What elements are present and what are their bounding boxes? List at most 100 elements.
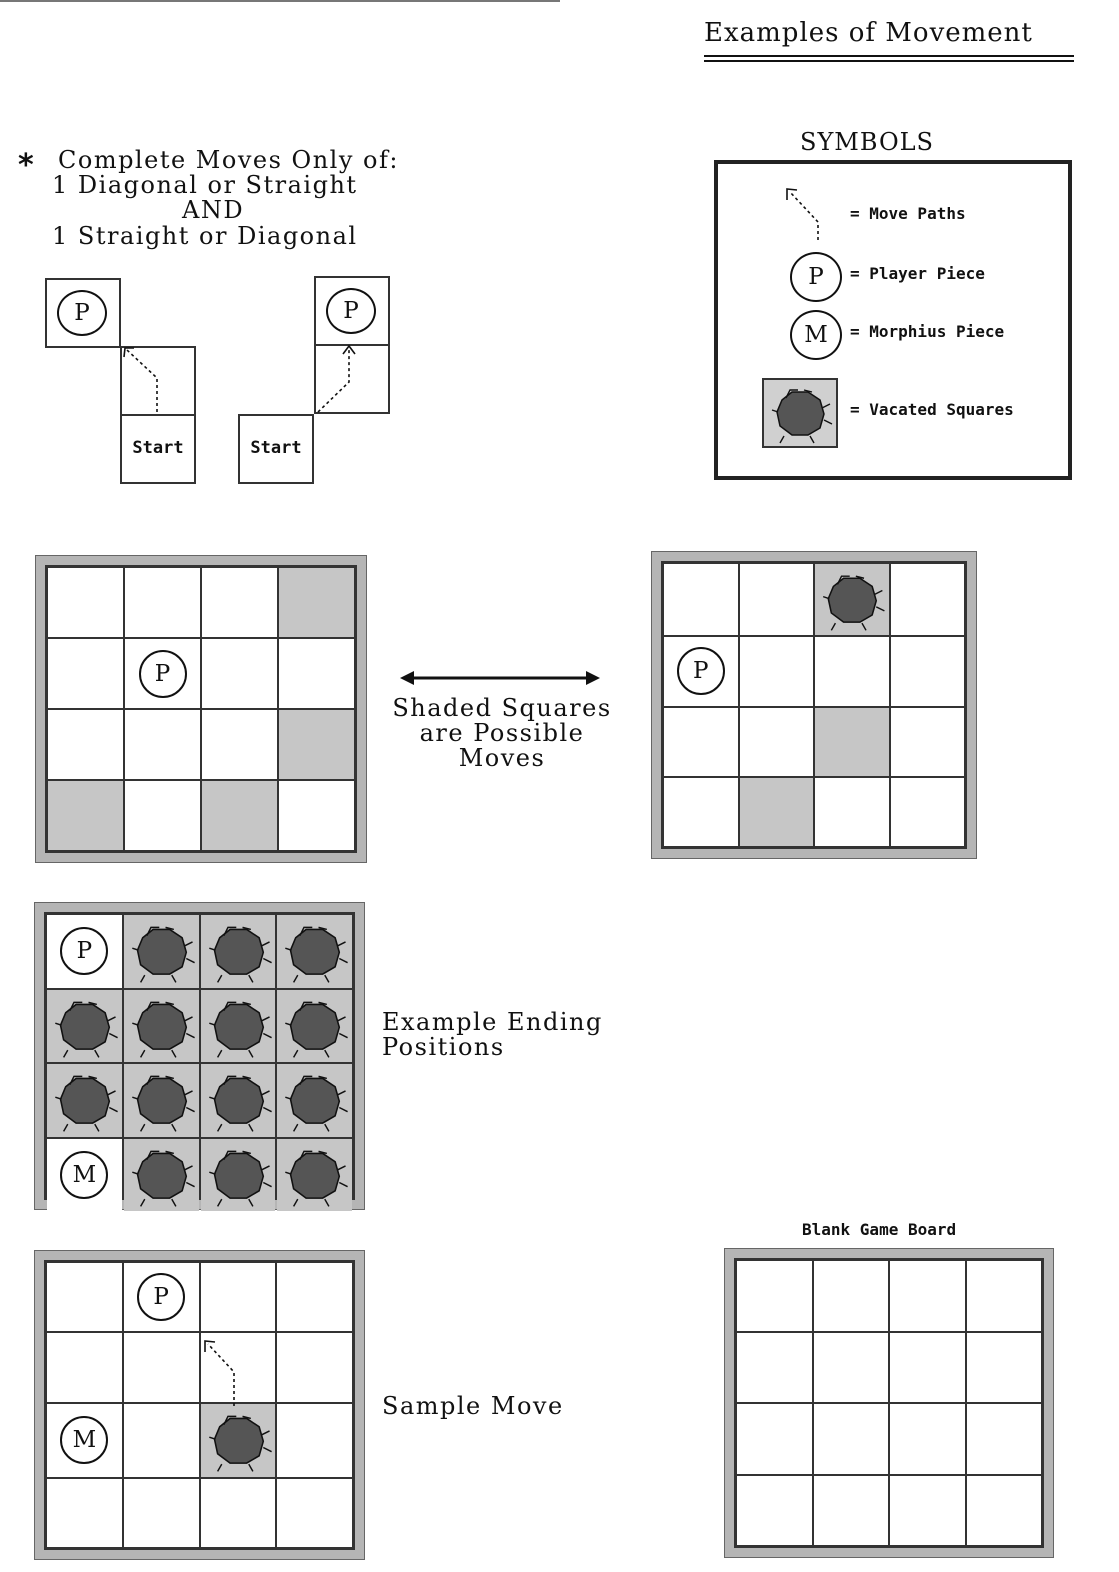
- player-piece: P: [57, 290, 107, 336]
- board-square: [200, 1333, 276, 1402]
- possible-move-square: [279, 568, 354, 637]
- hole-icon: [131, 1075, 195, 1132]
- board-square: [279, 639, 354, 708]
- board-square: [890, 564, 964, 636]
- symbol-label-vacated-squares: = Vacated Squares: [850, 400, 1014, 419]
- board-square: [739, 564, 813, 636]
- board-square: [123, 1403, 199, 1477]
- hole-icon: [285, 1075, 349, 1132]
- player-piece: P: [60, 927, 109, 976]
- board-square: [202, 568, 277, 637]
- board-square: [202, 639, 277, 708]
- vacated-square: [123, 989, 199, 1063]
- hole-icon: [55, 1001, 118, 1058]
- example-cell-player: P: [314, 276, 390, 346]
- board-square: [966, 1404, 1041, 1474]
- start-label: Start: [132, 438, 184, 458]
- player-piece: P: [326, 288, 376, 334]
- vacated-square: [200, 1064, 276, 1137]
- board-square: [664, 777, 738, 846]
- board-square: [123, 1478, 199, 1547]
- board-square: [737, 1475, 812, 1545]
- sample-move-caption: Sample Move: [382, 1392, 564, 1420]
- possible-move-square: [739, 777, 813, 846]
- board-square: [890, 777, 964, 846]
- rule-line-3: AND: [182, 196, 245, 224]
- vacated-square: [200, 1138, 276, 1212]
- hole-icon: [822, 575, 885, 631]
- example-cell-middle: [120, 346, 196, 416]
- vacated-square: [123, 1064, 199, 1137]
- board-possible-moves-b: P: [651, 551, 977, 859]
- board-square: [200, 1263, 276, 1332]
- hole-icon: [208, 1075, 272, 1132]
- board-square: [813, 1332, 888, 1402]
- vacated-square-icon: [762, 378, 838, 448]
- board-square: [277, 1403, 352, 1477]
- caption-line: Positions: [382, 1033, 505, 1061]
- board-square: [966, 1261, 1041, 1331]
- hole-icon: [771, 389, 833, 444]
- page-title: Examples of Movement: [704, 18, 1033, 48]
- vacated-square: [123, 1138, 199, 1212]
- rule-line-1: Complete Moves Only of:: [58, 146, 399, 174]
- board-square: P: [664, 637, 738, 706]
- board-square: [664, 564, 738, 636]
- symbol-label-move-paths: = Move Paths: [850, 204, 966, 223]
- board-square: [48, 639, 123, 708]
- board-grid: P: [664, 564, 964, 846]
- hole-icon: [285, 926, 349, 983]
- board-square: [815, 777, 889, 846]
- board-square: [737, 1404, 812, 1474]
- move-path-icon: [786, 188, 819, 240]
- board-square: [813, 1404, 888, 1474]
- board-square: [890, 1261, 965, 1331]
- example-cell-middle: [314, 344, 390, 414]
- vacated-square: [47, 989, 122, 1063]
- board-square: [125, 568, 200, 637]
- hole-icon: [131, 1150, 195, 1207]
- caption-line: Moves: [458, 744, 546, 772]
- board-square: [890, 1332, 965, 1402]
- symbols-title: SYMBOLS: [800, 128, 934, 156]
- possible-move-square: [815, 707, 889, 776]
- board-square: [739, 637, 813, 706]
- board-square: [200, 1478, 276, 1547]
- double-arrow-icon: [400, 671, 600, 685]
- possible-move-square: [48, 781, 123, 850]
- board-square: [815, 637, 889, 706]
- vacated-square: [815, 564, 889, 636]
- board-square: [737, 1332, 812, 1402]
- vacated-square: [200, 989, 276, 1063]
- symbol-label-player-piece: = Player Piece: [850, 264, 985, 283]
- hole-icon: [208, 1150, 272, 1207]
- board-square: P: [125, 639, 200, 708]
- vacated-square: [277, 1138, 352, 1212]
- caption-line: Example Ending: [382, 1008, 603, 1036]
- board-grid: [737, 1261, 1041, 1545]
- board-square: [890, 1404, 965, 1474]
- vacated-square: [277, 989, 352, 1063]
- board-grid: P: [48, 568, 354, 850]
- hole-icon: [208, 1001, 272, 1058]
- hole-icon: [285, 1150, 349, 1207]
- board-square: [202, 710, 277, 779]
- vacated-square: [200, 1403, 276, 1477]
- vacated-square: [47, 1064, 122, 1137]
- hole-icon: [131, 926, 195, 983]
- board-square: [48, 568, 123, 637]
- start-label: Start: [250, 438, 302, 458]
- symbol-label-morphius-piece: = Morphius Piece: [850, 322, 1005, 341]
- board-square: [277, 1263, 352, 1332]
- board-square: [277, 1478, 352, 1547]
- move-path-icon: [317, 344, 356, 413]
- hole-icon: [208, 1415, 272, 1472]
- title-underline: [704, 55, 1074, 62]
- board-square: [277, 1333, 352, 1402]
- morphius-piece: M: [60, 1416, 109, 1465]
- board-square: [47, 1263, 122, 1332]
- board-square: [125, 781, 200, 850]
- morphius-piece: M: [60, 1150, 109, 1199]
